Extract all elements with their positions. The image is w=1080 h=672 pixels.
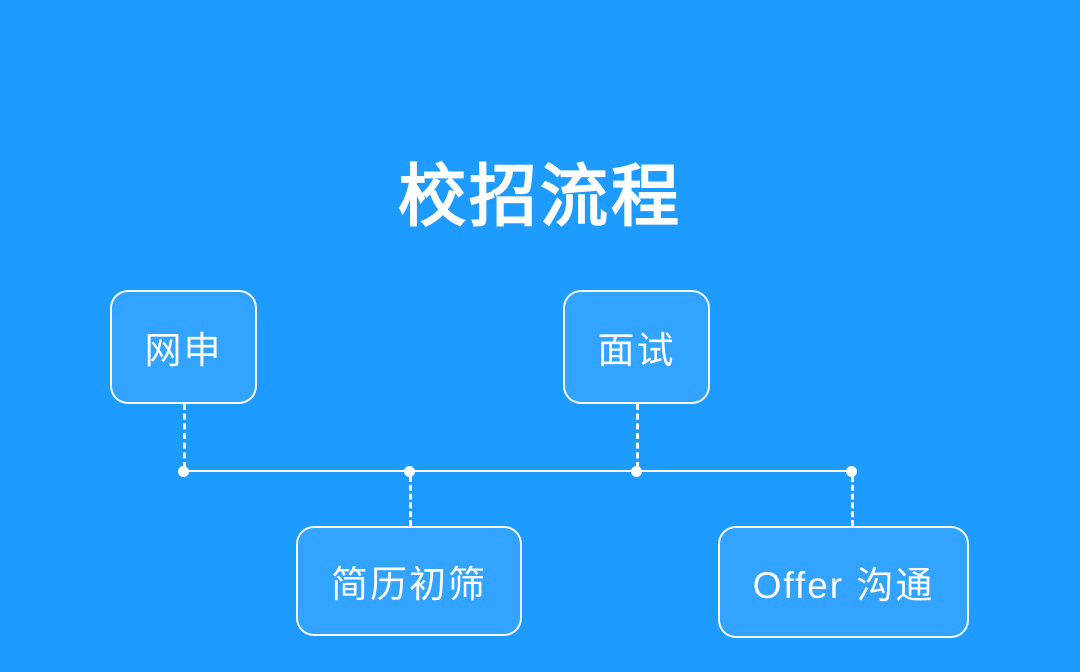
flow-node-jianli[interactable]: 简历初筛 <box>296 526 522 636</box>
timeline-spine <box>183 470 852 472</box>
connector-offer <box>851 476 854 526</box>
connector-mianshi <box>636 404 639 468</box>
flow-node-offer[interactable]: Offer 沟通 <box>718 526 969 638</box>
page-title: 校招流程 <box>397 158 682 235</box>
connector-jianli <box>409 476 412 526</box>
timeline-dot-mianshi <box>630 465 642 477</box>
flow-node-wangshen[interactable]: 网申 <box>110 290 257 404</box>
timeline-dot-offer <box>845 465 857 477</box>
flow-node-mianshi[interactable]: 面试 <box>563 290 710 404</box>
timeline-dot-wangshen <box>177 465 189 477</box>
connector-wangshen <box>183 404 186 468</box>
timeline-dot-jianli <box>403 465 415 477</box>
